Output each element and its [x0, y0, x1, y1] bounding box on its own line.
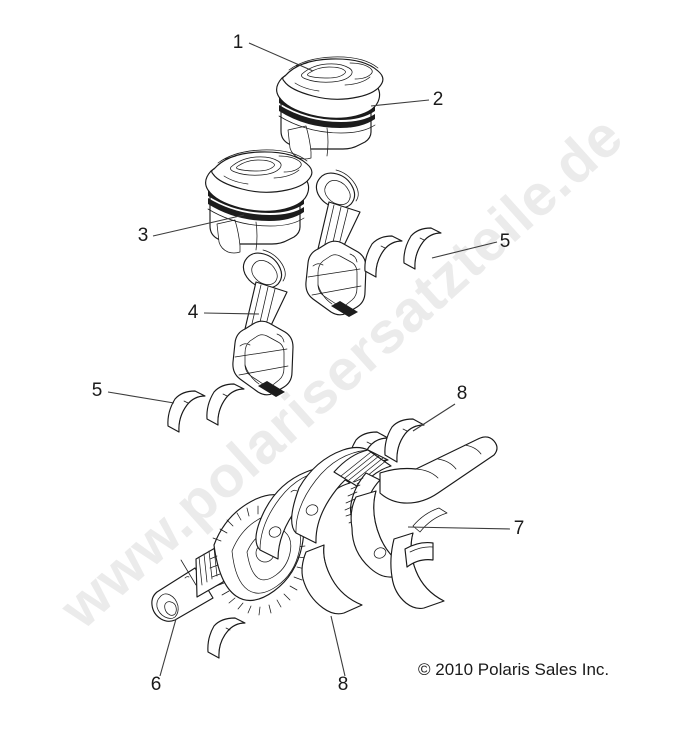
rod-bearing-shell-left-2	[206, 383, 245, 426]
callout-7[interactable]: 7	[514, 518, 525, 539]
callout-8-upper[interactable]: 8	[457, 383, 468, 404]
callout-2[interactable]: 2	[433, 89, 444, 110]
connecting-rod-a	[305, 169, 367, 317]
rod-bearing-shell-right-1	[364, 235, 403, 278]
callout-4[interactable]: 4	[188, 302, 199, 323]
rod-bearing-shell-right-2	[403, 227, 442, 270]
piston-3	[205, 149, 313, 254]
leader-4	[203, 312, 260, 315]
callout-5-right[interactable]: 5	[500, 231, 511, 252]
crank-gear-teeth	[344, 477, 364, 524]
leader-2	[370, 99, 430, 107]
leader-5-right	[431, 241, 498, 259]
main-bearing-shell-lower	[207, 617, 246, 659]
crankshaft	[151, 436, 498, 622]
leader-8-lower	[330, 615, 346, 677]
callout-6[interactable]: 6	[151, 674, 162, 695]
splined-collar-teeth	[198, 544, 223, 586]
copyright-text: © 2010 Polaris Sales Inc.	[418, 660, 610, 679]
callout-5-left[interactable]: 5	[92, 380, 103, 401]
callout-3[interactable]: 3	[138, 225, 149, 246]
leader-5-left	[107, 391, 175, 404]
connecting-rod-b	[232, 249, 294, 397]
copyright-notice: © 2010 Polaris Sales Inc.	[418, 660, 609, 680]
journal-knurl-band	[340, 451, 388, 485]
leader-8-upper	[412, 403, 456, 432]
callout-8-lower[interactable]: 8	[338, 674, 349, 695]
leader-6	[159, 618, 177, 677]
callout-1[interactable]: 1	[233, 32, 244, 53]
piston-1	[276, 56, 384, 160]
leader-1	[248, 42, 314, 72]
leader-7	[407, 526, 511, 530]
rod-bearing-shell-left-1	[167, 390, 206, 433]
main-bearing-shell-upper-2	[384, 418, 425, 463]
leader-lines	[107, 42, 511, 677]
leader-3	[152, 214, 245, 237]
